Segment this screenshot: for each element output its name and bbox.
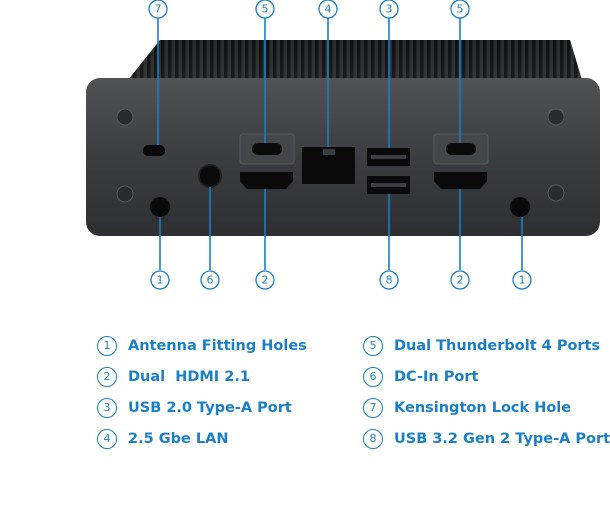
device-rear-panel-diagram: 7 5 4 3 5 1 6 2 8 2 1	[86, 0, 600, 290]
legend-label: DC-In Port	[394, 368, 479, 385]
callout-2: 2	[450, 270, 470, 290]
legend-label: USB 3.2 Gen 2 Type-A Port	[394, 430, 610, 447]
callout-8: 8	[379, 270, 399, 290]
legend-item: 6 DC-In Port	[363, 361, 610, 392]
legend-number: 2	[97, 366, 117, 387]
callout-5: 5	[450, 0, 470, 19]
dc-in-port	[198, 164, 222, 188]
legend-label: USB 2.0 Type-A Port	[128, 399, 292, 416]
legend-label: Kensington Lock Hole	[394, 399, 572, 416]
svg-text:8: 8	[386, 274, 393, 287]
legend-label: 2.5 Gbe LAN	[128, 430, 229, 447]
heatsink-fins	[128, 40, 582, 80]
legend-column-right: 5 Dual Thunderbolt 4 Ports 6 DC-In Port …	[363, 330, 610, 454]
legend-label: Dual HDMI 2.1	[128, 368, 250, 385]
hdmi-port-left	[240, 172, 293, 189]
screw-icon	[116, 108, 565, 203]
legend-number: 8	[363, 428, 383, 449]
callout-5: 5	[255, 0, 275, 19]
svg-text:1: 1	[519, 274, 526, 287]
svg-text:3: 3	[386, 3, 393, 16]
legend-label: Dual Thunderbolt 4 Ports	[394, 337, 601, 354]
svg-text:5: 5	[457, 3, 464, 16]
legend-item: 7 Kensington Lock Hole	[363, 392, 610, 423]
callout-2: 2	[255, 270, 275, 290]
thunderbolt-port-left	[252, 143, 282, 155]
thunderbolt-port-right	[446, 143, 476, 155]
hdmi-port-right	[434, 172, 487, 189]
antenna-hole-left	[150, 197, 170, 217]
legend-column-left: 1 Antenna Fitting Holes 2 Dual HDMI 2.1 …	[97, 330, 307, 454]
legend-item: 3 USB 2.0 Type-A Port	[97, 392, 307, 423]
callout-3: 3	[379, 0, 399, 19]
callout-1: 1	[150, 270, 170, 290]
legend-label: Antenna Fitting Holes	[128, 337, 307, 354]
legend-item: 4 2.5 Gbe LAN	[97, 423, 307, 454]
svg-text:4: 4	[325, 3, 332, 16]
svg-text:7: 7	[155, 3, 162, 16]
legend-item: 1 Antenna Fitting Holes	[97, 330, 307, 361]
legend-item: 2 Dual HDMI 2.1	[97, 361, 307, 392]
svg-text:5: 5	[262, 3, 269, 16]
legend-number: 7	[363, 397, 383, 418]
legend-item: 5 Dual Thunderbolt 4 Ports	[363, 330, 610, 361]
callout-4: 4	[318, 0, 338, 19]
callout-6: 6	[200, 270, 220, 290]
callout-7: 7	[148, 0, 168, 19]
legend-number: 4	[97, 428, 117, 449]
legend-number: 6	[363, 366, 383, 387]
legend-number: 3	[97, 397, 117, 418]
legend-number: 5	[363, 335, 383, 356]
callout-1: 1	[512, 270, 532, 290]
antenna-hole-right	[510, 197, 530, 217]
svg-text:2: 2	[457, 274, 464, 287]
kensington-lock-hole	[143, 145, 165, 156]
legend-number: 1	[97, 335, 117, 356]
svg-text:2: 2	[262, 274, 269, 287]
svg-text:1: 1	[157, 274, 164, 287]
legend-item: 8 USB 3.2 Gen 2 Type-A Port	[363, 423, 610, 454]
svg-text:6: 6	[207, 274, 214, 287]
